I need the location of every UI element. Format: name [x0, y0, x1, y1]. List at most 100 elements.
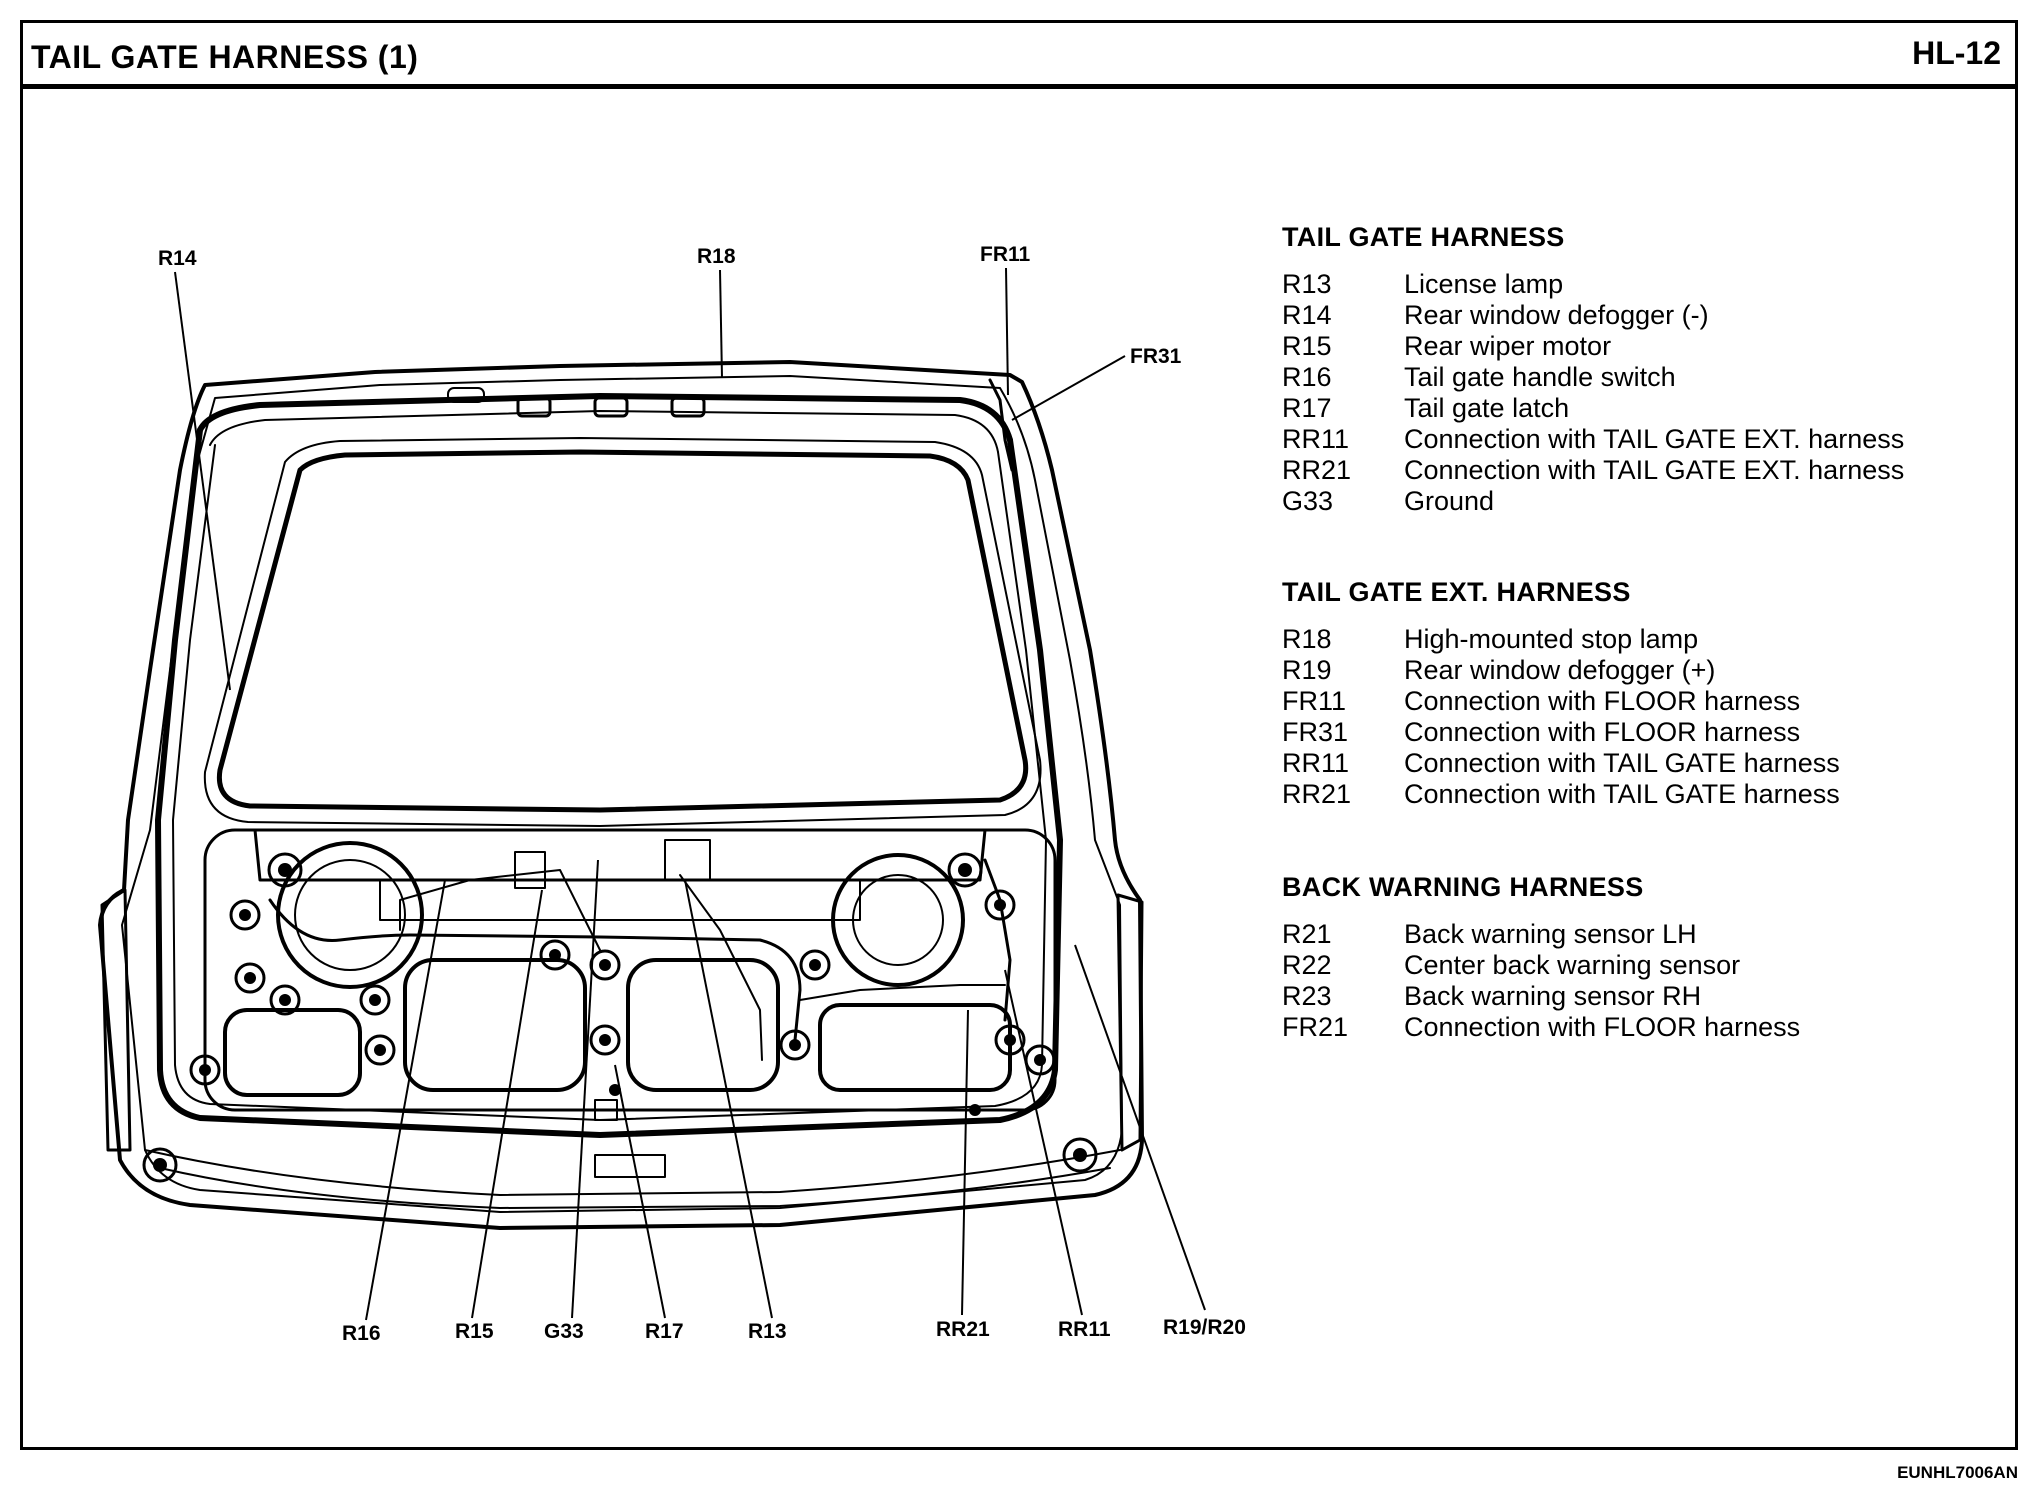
- callout-rr11: RR11: [1058, 1318, 1111, 1341]
- item-code: R16: [1282, 362, 1332, 392]
- list-item: R13 License lamp: [1282, 269, 2002, 300]
- item-code: R13: [1282, 269, 1332, 299]
- item-code: RR11: [1282, 424, 1350, 454]
- license-plate-area: [594, 1154, 666, 1178]
- window-opening: [216, 449, 1029, 813]
- item-code: FR11: [1282, 686, 1347, 716]
- callout-g33: G33: [544, 1320, 584, 1343]
- callout-r17: R17: [645, 1320, 684, 1343]
- legend-tail-gate-harness: TAIL GATE HARNESS R13 License lamp R14 Rea…: [1282, 222, 2002, 517]
- item-desc: High-mounted stop lamp: [1404, 624, 1699, 654]
- item-code: R14: [1282, 300, 1332, 330]
- item-desc: License lamp: [1404, 269, 1564, 299]
- top-harness-channel: [197, 393, 1013, 443]
- item-code: RR21: [1282, 455, 1352, 485]
- item-desc: Connection with TAIL GATE EXT. harness: [1404, 455, 1905, 485]
- list-item: RR11 Connection with TAIL GATE EXT. harne…: [1282, 424, 2002, 455]
- harness-wire-lower: [268, 898, 802, 1042]
- item-code: R17: [1282, 393, 1332, 423]
- callout-r19r20: R19/R20: [1163, 1316, 1246, 1339]
- item-desc: Back warning sensor LH: [1404, 919, 1697, 949]
- item-code: R21: [1282, 919, 1332, 949]
- callout-r16: R16: [342, 1322, 381, 1345]
- wiper-bracket: [514, 851, 546, 889]
- item-desc: Connection with FLOOR harness: [1404, 1012, 1801, 1042]
- latch-bracket: [664, 839, 711, 881]
- left-speaker: [276, 841, 424, 989]
- legend-tail-gate-ext-harness: TAIL GATE EXT. HARNESS R18 High-mounted s…: [1282, 577, 2002, 810]
- page-number: HL-12: [1912, 35, 2001, 71]
- page-title: TAIL GATE HARNESS (1): [31, 39, 419, 75]
- center-tab: [594, 1099, 618, 1121]
- item-desc: Tail gate latch: [1404, 393, 1570, 423]
- list-item: R16 Tail gate handle switch: [1282, 362, 2002, 393]
- item-desc: Connection with TAIL GATE harness: [1404, 779, 1840, 809]
- section-title: BACK WARNING HARNESS: [1282, 872, 1644, 902]
- header-bar: TAIL GATE HARNESS (1) HL-12: [23, 23, 2015, 89]
- callout-r18: R18: [697, 245, 736, 268]
- section-title: TAIL GATE HARNESS: [1282, 222, 1565, 252]
- leader-r16: [365, 879, 446, 1321]
- item-desc: Connection with FLOOR harness: [1404, 717, 1801, 747]
- item-desc: Connection with FLOOR harness: [1404, 686, 1801, 716]
- access-opening-1: [223, 1008, 362, 1097]
- access-opening-2: [403, 958, 587, 1092]
- item-code: R19: [1282, 655, 1332, 685]
- leader-r18: [719, 269, 723, 379]
- list-item: R22 Center back warning sensor: [1282, 950, 2002, 981]
- leader-r19r20: [1074, 944, 1206, 1311]
- right-side-lamp: [1116, 893, 1144, 1152]
- list-item: R21 Back warning sensor LH: [1282, 919, 2002, 950]
- leader-g33: [571, 859, 599, 1319]
- item-desc: Connection with TAIL GATE EXT. harness: [1404, 424, 1905, 454]
- leader-rr21: [961, 1009, 969, 1316]
- bottom-band-2: [159, 1167, 1111, 1209]
- page-frame: TAIL GATE HARNESS (1) HL-12: [20, 20, 2018, 1450]
- leader-r15: [471, 889, 543, 1319]
- list-item: FR11 Connection with FLOOR harness: [1282, 686, 2002, 717]
- figure-code: EUNHL7006AN: [1897, 1463, 2018, 1482]
- item-desc: Back warning sensor RH: [1404, 981, 1702, 1011]
- callout-fr11: FR11: [980, 243, 1031, 266]
- left-side-lamp: [100, 888, 132, 1152]
- item-desc: Rear window defogger (+): [1404, 655, 1716, 685]
- item-desc: Connection with TAIL GATE harness: [1404, 748, 1840, 778]
- section-title: TAIL GATE EXT. HARNESS: [1282, 577, 1631, 607]
- item-code: R23: [1282, 981, 1332, 1011]
- list-item: R14 Rear window defogger (-): [1282, 300, 2002, 331]
- leader-fr11: [1005, 267, 1009, 396]
- right-speaker: [831, 853, 965, 987]
- cross-member: [253, 828, 987, 882]
- leader-r13: [684, 879, 773, 1319]
- list-item: FR31 Connection with FLOOR harness: [1282, 717, 2002, 748]
- item-desc: Ground: [1404, 486, 1495, 516]
- item-code: FR31: [1282, 717, 1349, 747]
- list-item: R19 Rear window defogger (+): [1282, 655, 2002, 686]
- leader-fr31: [1011, 355, 1126, 421]
- list-item: R17 Tail gate latch: [1282, 393, 2002, 424]
- callout-r13: R13: [748, 1320, 787, 1343]
- leader-r17: [614, 1064, 666, 1319]
- item-code: RR21: [1282, 779, 1352, 809]
- item-desc: Center back warning sensor: [1404, 950, 1741, 980]
- list-item: R18 High-mounted stop lamp: [1282, 624, 2002, 655]
- item-code: R15: [1282, 331, 1332, 361]
- lower-panel-frame: [203, 828, 1057, 1112]
- item-desc: Rear window defogger (-): [1404, 300, 1709, 330]
- leader-rr11: [1004, 969, 1083, 1316]
- callout-r15: R15: [455, 1320, 494, 1343]
- list-item: R23 Back warning sensor RH: [1282, 981, 2002, 1012]
- item-desc: Tail gate handle switch: [1404, 362, 1676, 392]
- callout-rr21: RR21: [936, 1318, 990, 1341]
- access-opening-3: [626, 958, 780, 1092]
- item-code: R22: [1282, 950, 1332, 980]
- left-harness-channel: [155, 427, 1063, 1138]
- item-code: R18: [1282, 624, 1332, 654]
- list-item: RR21 Connection with TAIL GATE harness: [1282, 779, 2002, 810]
